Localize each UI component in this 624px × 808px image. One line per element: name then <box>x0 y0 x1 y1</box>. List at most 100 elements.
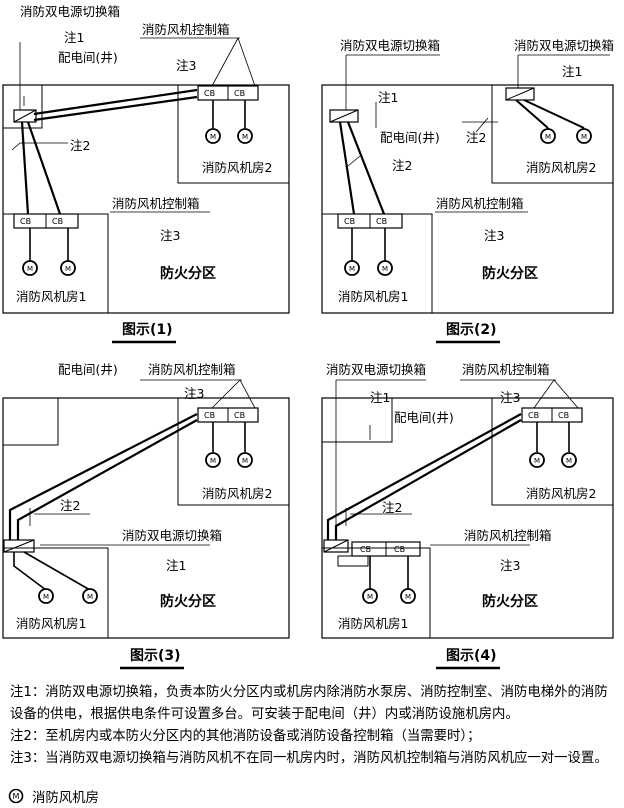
motor-symbol: M <box>545 133 551 141</box>
figure-caption-2: 图示(2) <box>446 322 497 338</box>
fan-motor-icon <box>529 452 545 468</box>
motor-symbol: M <box>367 593 373 601</box>
fire-zone-boundary <box>321 397 614 639</box>
motor-symbol: M <box>27 265 33 273</box>
cb-label: CB <box>52 217 63 226</box>
cb-label: CB <box>360 545 371 554</box>
figure-captions: 图示(1) 图示(2) 图示(3) 图示(4) <box>122 322 497 664</box>
motor-symbol: M <box>382 265 388 273</box>
fire-zone-boundary <box>2 397 290 639</box>
svg-text:M: M <box>13 792 20 801</box>
cb-label: CB <box>558 411 569 420</box>
cb-label: CB <box>528 411 539 420</box>
cable <box>13 551 91 591</box>
fire-zone-label: 防火分区 <box>160 265 216 282</box>
fire-zone-label: 防火分区 <box>160 593 216 610</box>
control-box-label: 消防风机控制箱 <box>436 196 524 211</box>
distribution-room-label: 配电间(井) <box>58 362 118 377</box>
cable <box>515 99 585 129</box>
distribution-room-wall <box>3 85 43 129</box>
fan-room-2-label: 消防风机房2 <box>202 160 272 175</box>
switch-box <box>329 109 359 123</box>
motor-symbol: M <box>242 457 248 465</box>
fan-motor-icon <box>576 128 592 144</box>
motor-symbol: M <box>210 133 216 141</box>
cb-label: CB <box>20 217 31 226</box>
cb-label: CB <box>376 217 387 226</box>
fan-room-1-label: 消防风机房1 <box>338 616 408 631</box>
cb-label: CB <box>394 545 405 554</box>
distribution-room-label: 配电间(井) <box>394 410 454 425</box>
control-box-label: 消防风机控制箱 <box>142 22 230 37</box>
motor-symbol: M <box>566 457 572 465</box>
fan-room-2-wall <box>177 398 289 506</box>
fan-room-2-label: 消防风机房2 <box>202 486 272 501</box>
fan-room-1-label: 消防风机房1 <box>16 289 86 304</box>
fan-room-2-label: 消防风机房2 <box>526 486 596 501</box>
diagram-canvas: CB CB CB CB CB CB CB CB CB CB CB CB M M M M… <box>2 4 614 670</box>
control-box-label: 消防风机控制箱 <box>464 528 552 543</box>
fan-room-1-label: 消防风机房1 <box>338 289 408 304</box>
fan-motor-icon <box>38 588 54 604</box>
switch-box-room-2 <box>505 87 535 101</box>
switch-box-label: 消防双电源切换箱 <box>514 38 614 53</box>
cb-label: CB <box>234 89 245 98</box>
note-3-text: 注3：当消防双电源切换箱与消防风机不在同一机房内时，消防风机控制箱与消防风机应一… <box>10 751 608 766</box>
figure-caption-3: 图示(3) <box>130 648 181 664</box>
fan-room-1-wall <box>322 547 431 638</box>
figure-4 <box>321 379 614 639</box>
switch-box <box>13 109 37 123</box>
fire-zone-boundary <box>321 84 614 314</box>
fan-motor-icon <box>60 260 76 276</box>
motor-symbol: M <box>581 133 587 141</box>
note1-label: 注1 <box>64 30 84 45</box>
fan-motor-icon <box>205 452 221 468</box>
fire-zone-boundary <box>2 84 290 314</box>
motor-symbol: M <box>65 265 71 273</box>
note2-label: 注2 <box>392 158 412 173</box>
note3-label: 注3 <box>184 386 204 401</box>
note3-label: 注3 <box>500 390 520 405</box>
control-box-label: 消防风机控制箱 <box>148 362 236 377</box>
note2-label: 注2 <box>70 138 90 153</box>
fire-zone-label: 防火分区 <box>482 593 538 610</box>
note3-label: 注3 <box>176 58 196 73</box>
note3-label: 注3 <box>500 558 520 573</box>
fan-motor-icon <box>377 260 393 276</box>
note1-label: 注1 <box>562 64 582 79</box>
note2-label: 注2 <box>382 500 402 515</box>
distribution-room-wall <box>3 398 59 446</box>
legend: M 消防风机房 <box>8 786 99 806</box>
cb-labels: CB CB CB CB CB CB CB CB CB CB CB CB <box>20 89 569 554</box>
motor-symbol: M <box>43 593 49 601</box>
motor-symbol: M <box>242 133 248 141</box>
switch-box-label: 消防双电源切换箱 <box>326 362 426 377</box>
switch-box-label: 消防双电源切换箱 <box>122 528 222 543</box>
legend-label: 消防风机房 <box>32 791 99 806</box>
cb-label: CB <box>344 217 355 226</box>
fan-motor-icon <box>237 452 253 468</box>
fire-zone-label: 防火分区 <box>482 265 538 282</box>
control-box-label: 消防风机控制箱 <box>112 196 200 211</box>
fan-room-2-wall <box>491 85 613 184</box>
switch-box-label: 消防双电源切换箱 <box>20 4 120 19</box>
switch-box-label: 消防双电源切换箱 <box>340 38 440 53</box>
note-2-text: 注2：至机房内或本防火分区内的其他消防设备或消防设备控制箱（当需要时）； <box>10 729 481 744</box>
motor-symbol: M <box>405 593 411 601</box>
notes-block: 注1：消防双电源切换箱，负责本防火分区内或机房内除消防水泵房、消防控制室、消防电… <box>10 682 616 770</box>
fan-room-1-wall <box>3 547 109 638</box>
note-1-text: 注1：消防双电源切换箱，负责本防火分区内或机房内除消防水泵房、消防控制室、消防电… <box>10 685 608 722</box>
fan-motor-icon <box>362 588 378 604</box>
distribution-room-label: 配电间(井) <box>58 50 118 65</box>
fan-room-1-label: 消防风机房1 <box>16 616 86 631</box>
motor-symbol: M <box>210 457 216 465</box>
fan-motor-icon <box>561 452 577 468</box>
figure-2 <box>321 54 614 314</box>
note1-label: 注1 <box>166 558 186 573</box>
figure-caption-1: 图示(1) <box>122 322 173 338</box>
caption-underlines <box>112 340 500 670</box>
figure-3 <box>2 379 290 639</box>
cb-label: CB <box>204 411 215 420</box>
motor-symbol: M <box>87 593 93 601</box>
